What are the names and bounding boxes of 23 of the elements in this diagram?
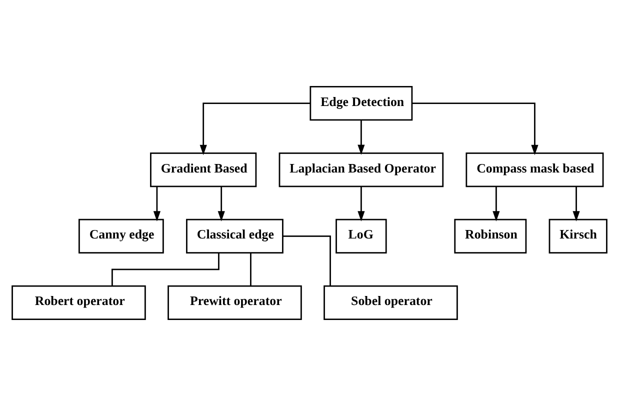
- node-box: Gradient Based: [150, 152, 257, 187]
- node-box: Canny edge: [78, 218, 164, 254]
- node-box: Robinson: [454, 218, 527, 254]
- node-box: Kirsch: [548, 218, 608, 254]
- arrow: [572, 186, 580, 221]
- connector: [250, 252, 252, 286]
- arrow: [153, 186, 161, 221]
- arrow: [358, 186, 365, 221]
- connector: [112, 252, 220, 286]
- node-box: Classical edge: [186, 218, 284, 254]
- node-box: Edge Detection: [310, 86, 413, 120]
- node-box: Laplacian Based Operator: [278, 152, 444, 187]
- arrow: [218, 186, 225, 221]
- node-box: Sobel operator: [324, 284, 458, 320]
- node-box: Compass mask based: [466, 152, 604, 187]
- arrow: [492, 186, 500, 221]
- arrow: [358, 120, 365, 154]
- node-box: Robert operator: [12, 284, 146, 320]
- node-box: Prewitt operator: [168, 284, 302, 320]
- node-box: LoG: [336, 218, 387, 254]
- arrow: [200, 102, 310, 155]
- connector: [282, 235, 331, 286]
- arrow: [412, 102, 538, 155]
